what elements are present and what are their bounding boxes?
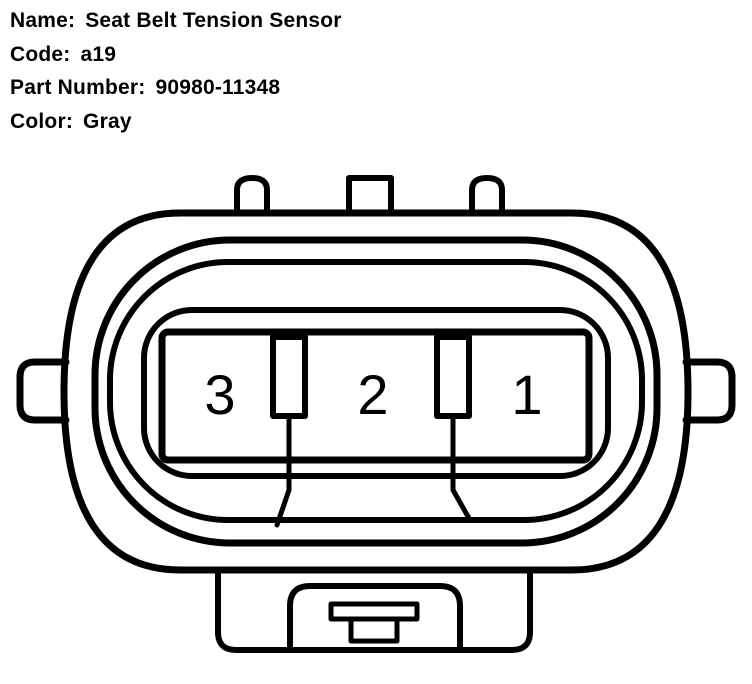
right-top-tab (469, 175, 505, 216)
code-label: Code: (10, 42, 71, 66)
outer-housing (60, 209, 692, 574)
left-side-ear (16, 358, 70, 424)
color-value: Gray (83, 109, 132, 133)
name-label: Name: (10, 9, 76, 32)
lock-latch-notch (348, 616, 400, 644)
code-value: a19 (80, 42, 117, 66)
lock-housing (215, 569, 533, 653)
inner-shell-2 (107, 259, 645, 523)
inner-shell-1 (91, 236, 661, 547)
terminal-left-wire (274, 413, 292, 528)
inner-shell-3 (141, 307, 611, 479)
name-row: Name: Seat Belt Tension Sensor (10, 4, 610, 38)
terminal-right (434, 334, 472, 419)
pin-label-1: 1 (511, 363, 542, 426)
terminal-cavity (158, 328, 593, 464)
color-label: Color: (10, 109, 74, 133)
right-side-ear (682, 358, 736, 424)
code-row: Code: a19 (10, 38, 610, 72)
part-number-label: Part Number: (10, 76, 146, 99)
center-top-tab (346, 175, 394, 216)
color-row: Color: Gray (10, 105, 610, 139)
terminal-left (270, 334, 308, 419)
pin-label-2: 2 (357, 363, 388, 426)
connector-info: Name: Seat Belt Tension Sensor Code: a19 P… (10, 4, 610, 138)
part-number-row: Part Number: 90980-11348 (10, 71, 610, 105)
pin-label-3: 3 (204, 363, 235, 426)
left-top-tab (234, 175, 270, 216)
name-value: Seat Belt Tension Sensor (85, 9, 342, 32)
part-number-value: 90980-11348 (155, 76, 281, 99)
terminal-right-wire (450, 413, 473, 523)
lock-tab (287, 583, 463, 651)
